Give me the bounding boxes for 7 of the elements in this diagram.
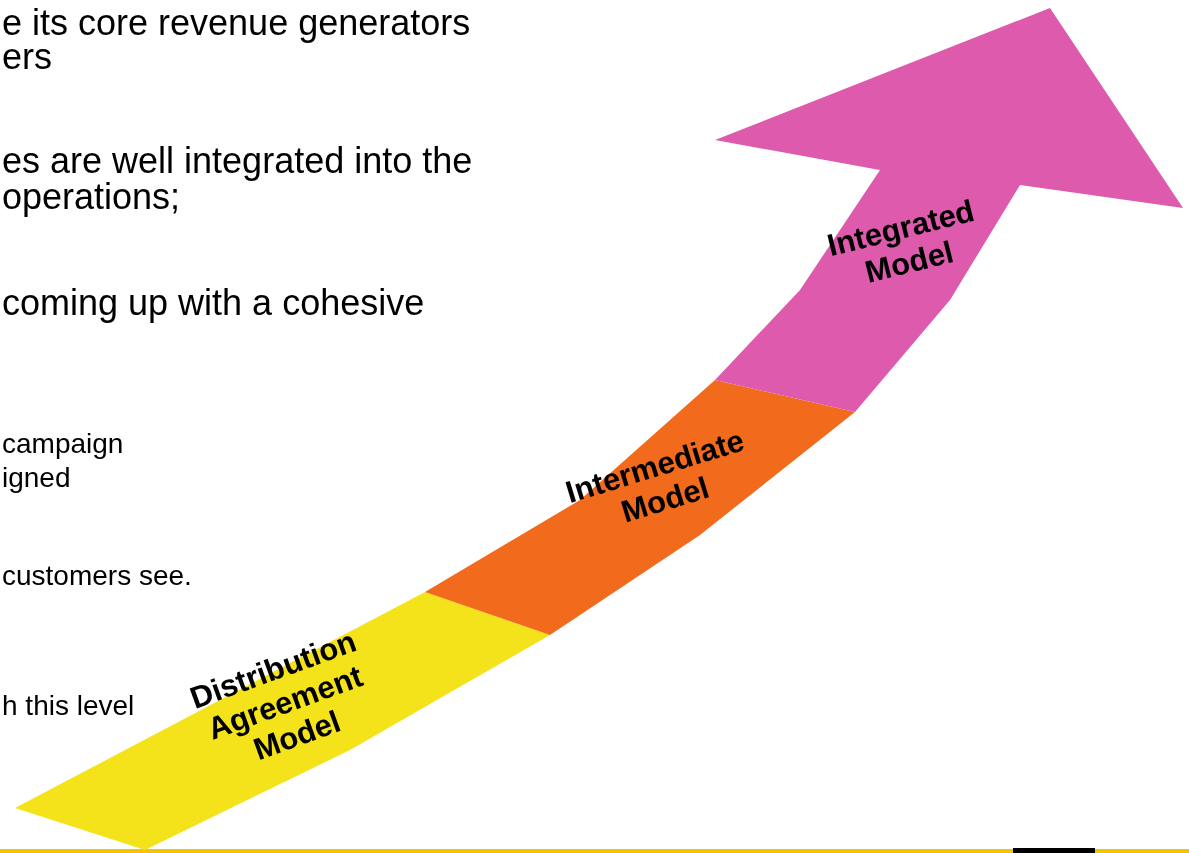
text-line: campaign [2,428,124,460]
text-line: customers see. [2,560,192,592]
text-line: h this level [2,690,135,722]
text-line: igned [2,462,71,494]
arrow-band [713,6,1185,414]
text-line: coming up with a cohesive [2,282,425,324]
arrow-band [425,378,857,637]
